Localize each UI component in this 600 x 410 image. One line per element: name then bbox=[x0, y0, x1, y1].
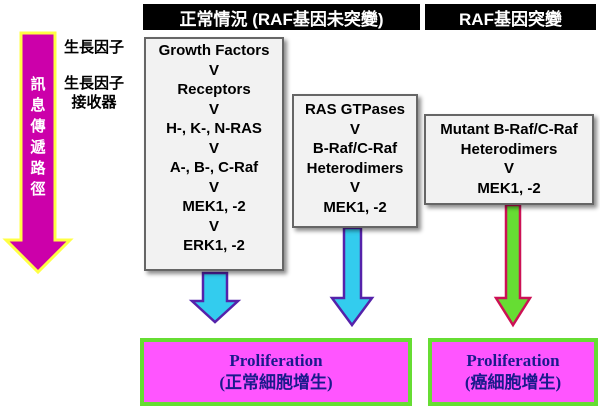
normal-pathway-box: Growth Factors V Receptors V H-, K-, N-R… bbox=[144, 37, 284, 271]
signal-pathway-char: 遞 bbox=[30, 139, 46, 156]
box-line: V bbox=[503, 160, 514, 177]
signal-pathway-label: 訊 息 傳 遞 路 徑 bbox=[30, 74, 46, 200]
normal-proliferation-box: Proliferation (正常細胞增生) bbox=[140, 338, 412, 406]
box-line: Growth Factors bbox=[158, 42, 270, 59]
box-line: H-, K-, N-RAS bbox=[166, 120, 262, 137]
arrow-ras-to-proliferation bbox=[329, 226, 375, 328]
box-line: V bbox=[208, 178, 219, 196]
receptor-text-line1: 生長因子 bbox=[64, 75, 125, 92]
box-line: V bbox=[349, 120, 360, 138]
box-line: Heterodimers bbox=[460, 140, 558, 158]
box-line: V bbox=[208, 61, 219, 79]
signal-pathway-char: 路 bbox=[30, 160, 46, 177]
box-line: MEK1, -2 bbox=[323, 198, 387, 216]
signal-pathway-char: 息 bbox=[30, 97, 46, 114]
box-line: V bbox=[349, 179, 360, 196]
signal-pathway-arrow bbox=[2, 31, 74, 275]
box-line: MEK1, -2 bbox=[477, 179, 541, 197]
normal-proliferation-title: Proliferation bbox=[229, 351, 323, 370]
receptor-label: 生長因子 接收器 bbox=[64, 74, 124, 112]
box-line: MEK1, -2 bbox=[182, 198, 246, 215]
receptor-text-line2: 接收器 bbox=[71, 94, 117, 111]
growth-factor-label: 生長因子 bbox=[64, 38, 124, 57]
box-line: V bbox=[208, 139, 219, 157]
mutant-pathway-box: Mutant B-Raf/C-Raf Heterodimers V MEK1, … bbox=[424, 114, 594, 205]
signal-pathway-char: 徑 bbox=[30, 181, 46, 198]
arrow-normal-to-proliferation bbox=[188, 271, 242, 324]
cancer-proliferation-box: Proliferation (癌細胞增生) bbox=[428, 338, 598, 406]
growth-factor-text: 生長因子 bbox=[64, 39, 125, 56]
box-line: V bbox=[208, 100, 219, 118]
box-line: B-Raf/C-Raf bbox=[312, 140, 398, 157]
box-line: A-, B-, C-Raf bbox=[169, 159, 259, 176]
box-line: ERK1, -2 bbox=[183, 237, 245, 254]
box-line: V bbox=[208, 217, 219, 235]
ras-pathway-box: RAS GTPases V B-Raf/C-Raf Heterodimers V… bbox=[292, 94, 418, 228]
box-line: Heterodimers bbox=[306, 159, 404, 177]
signal-pathway-char: 傳 bbox=[30, 118, 46, 135]
header-normal-label: 正常情況 (RAF基因未突變) bbox=[179, 9, 384, 29]
header-mutant: RAF基因突變 bbox=[425, 4, 596, 30]
normal-proliferation-subtitle: (正常細胞增生) bbox=[219, 373, 333, 392]
header-normal: 正常情況 (RAF基因未突變) bbox=[143, 4, 420, 30]
cancer-proliferation-subtitle: (癌細胞增生) bbox=[464, 373, 562, 392]
signal-pathway-char: 訊 bbox=[30, 76, 46, 93]
box-line: Receptors bbox=[177, 81, 251, 98]
header-mutant-label: RAF基因突變 bbox=[459, 9, 562, 29]
arrow-mutant-to-proliferation bbox=[493, 203, 533, 328]
box-line: RAS GTPases bbox=[304, 101, 406, 118]
cancer-proliferation-title: Proliferation bbox=[466, 351, 560, 370]
box-line: Mutant B-Raf/C-Raf bbox=[440, 121, 578, 138]
